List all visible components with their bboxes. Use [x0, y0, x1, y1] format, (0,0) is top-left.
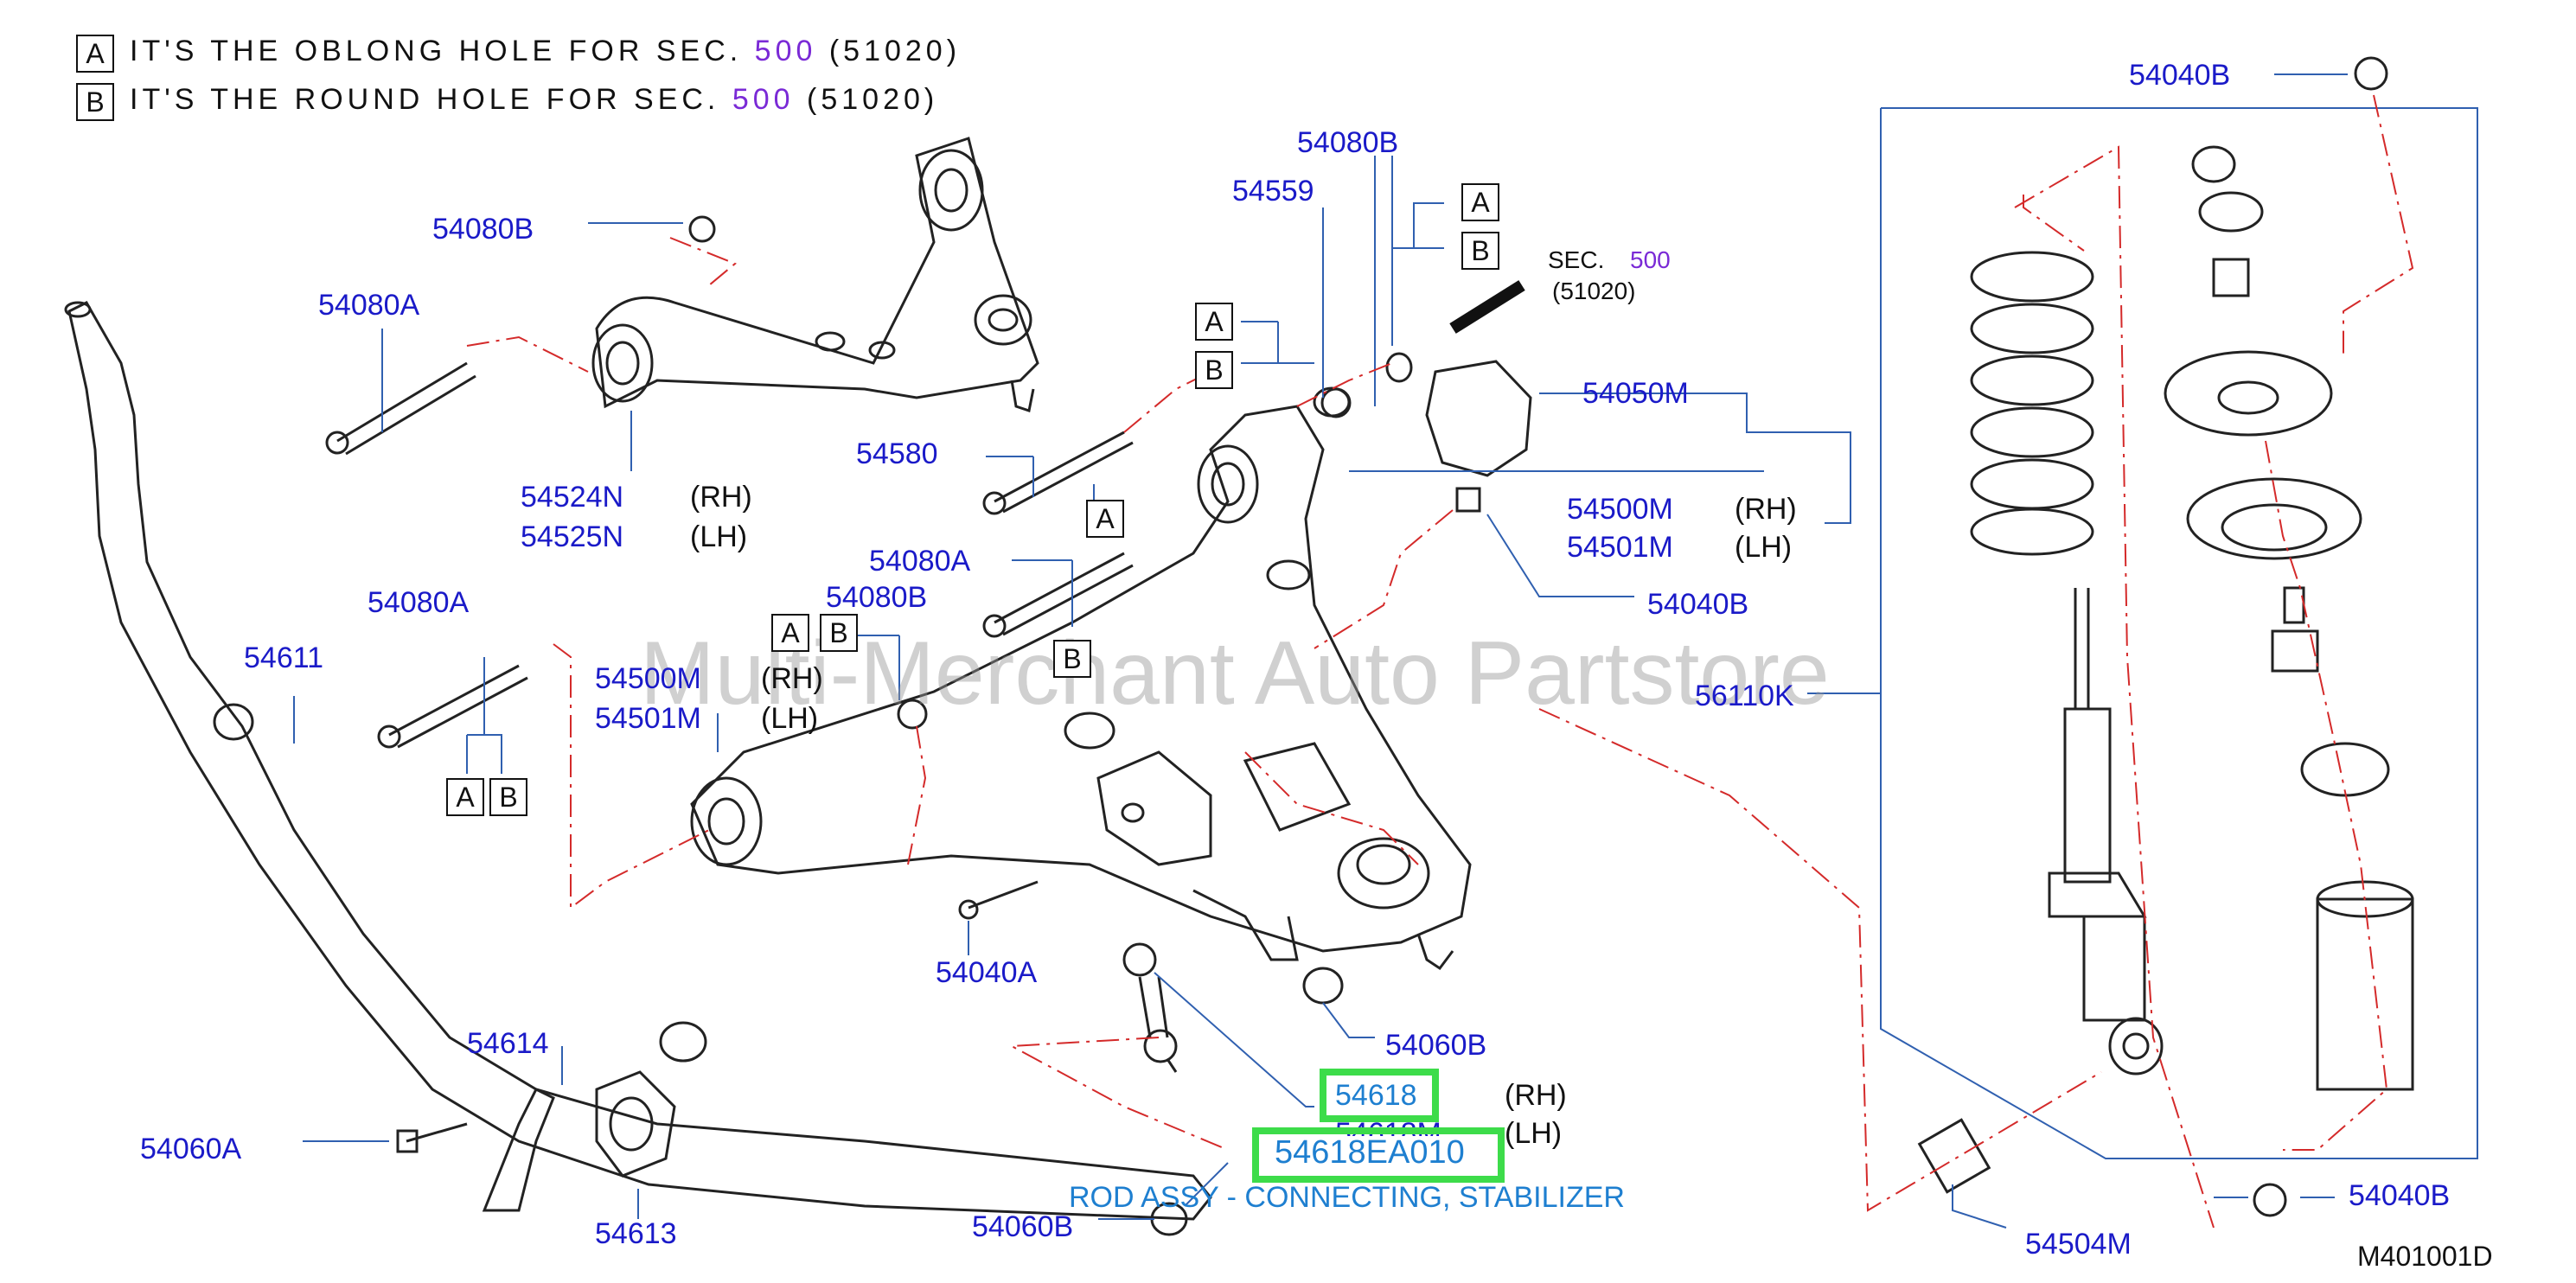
part-54611[interactable]: 54611	[244, 642, 324, 674]
part-54614[interactable]: 54614	[467, 1027, 549, 1060]
part-54080a-mid[interactable]: 54080A	[869, 545, 971, 578]
key-box-a-3: A	[1086, 500, 1124, 538]
key-box-b-3: B	[1053, 640, 1091, 678]
highlight-54618	[1320, 1069, 1439, 1122]
legend-sec-b[interactable]: 500	[732, 83, 795, 116]
side-lh-2: (LH)	[1735, 531, 1793, 564]
assembly-lines	[466, 94, 2414, 1229]
side-lh-3: (LH)	[761, 702, 819, 735]
key-box-b-2: B	[1195, 351, 1233, 389]
part-54500m-right[interactable]: 54500M	[1567, 493, 1673, 526]
legend-text-b: IT'S THE ROUND HOLE FOR SEC. 500 (51020)	[130, 83, 938, 117]
coil-spring	[1970, 251, 2094, 556]
part-54060b-mid[interactable]: 54060B	[1385, 1029, 1487, 1062]
bushing-clamp	[482, 1070, 676, 1212]
legend-desc-a: IT'S THE OBLONG HOLE FOR SEC.	[130, 35, 743, 67]
strut-mount	[1917, 145, 2414, 1194]
part-54050m[interactable]: 54050M	[1582, 377, 1689, 410]
legend-sec-a[interactable]: 500	[754, 35, 817, 67]
legend-key-b: B	[76, 83, 114, 121]
upper-control-arm	[591, 137, 1039, 412]
sec-callout-label: SEC.	[1548, 246, 1605, 273]
part-54580[interactable]: 54580	[856, 437, 938, 470]
shock-absorber	[2048, 588, 2164, 1076]
highlight-54618ea010	[1252, 1127, 1505, 1183]
side-lh-1: (LH)	[690, 520, 748, 553]
sec-arrow	[1449, 280, 1525, 334]
nuts-washers	[688, 56, 2388, 1236]
key-box-b-4: B	[820, 614, 858, 652]
sec-callout-number[interactable]: 500	[1630, 246, 1671, 273]
key-box-a-1: A	[1461, 183, 1499, 221]
rod-assy-description: ROD ASSY - CONNECTING, STABILIZER	[1069, 1181, 1625, 1214]
part-54080b-left[interactable]: 54080B	[432, 213, 534, 246]
key-box-a-2: A	[1195, 303, 1233, 341]
part-54040b-mid[interactable]: 54040B	[1647, 588, 1749, 621]
part-54040b-bottom[interactable]: 54040B	[2349, 1179, 2451, 1212]
sec-callout-ref: (51020)	[1552, 278, 1636, 304]
side-rh-1: (RH)	[690, 481, 752, 514]
legend-ref-b: (51020)	[807, 83, 939, 116]
side-rh-3: (RH)	[761, 662, 823, 695]
part-54501m-left[interactable]: 54501M	[595, 702, 701, 735]
part-54060a[interactable]: 54060A	[140, 1133, 242, 1165]
part-54504m[interactable]: 54504M	[2025, 1228, 2132, 1261]
lower-control-arm	[690, 405, 1472, 971]
side-lh-4: (LH)	[1505, 1117, 1563, 1150]
key-box-b-5: B	[489, 778, 527, 816]
side-rh-4: (RH)	[1505, 1079, 1567, 1112]
part-54040a[interactable]: 54040A	[936, 956, 1038, 989]
part-54080b-mid[interactable]: 54080B	[826, 581, 928, 614]
legend-key-a: A	[76, 35, 114, 73]
diagram-id: M401001D	[2357, 1241, 2493, 1272]
gasket	[1425, 360, 1532, 477]
part-54613[interactable]: 54613	[595, 1217, 677, 1250]
part-54080b-top[interactable]: 54080B	[1297, 126, 1399, 159]
part-54618[interactable]: 54618	[1335, 1079, 1417, 1112]
part-54080a-top[interactable]: 54080A	[318, 289, 420, 322]
bolts	[325, 361, 1134, 1153]
part-54525n[interactable]: 54525N	[521, 520, 624, 553]
legend-ref-a: (51020)	[828, 35, 962, 67]
key-box-a-5: A	[446, 778, 484, 816]
part-54500m-left[interactable]: 54500M	[595, 662, 701, 695]
key-box-b-1: B	[1461, 232, 1499, 270]
part-54080a-left[interactable]: 54080A	[368, 586, 470, 619]
key-box-a-4: A	[771, 614, 809, 652]
legend-desc-b: IT'S THE ROUND HOLE FOR SEC.	[130, 83, 720, 116]
part-54501m-right[interactable]: 54501M	[1567, 531, 1673, 564]
legend-text-a: IT'S THE OBLONG HOLE FOR SEC. 500 (51020…	[130, 35, 961, 68]
part-54618ea010[interactable]: 54618EA010	[1271, 1136, 1468, 1169]
part-56110k[interactable]: 56110K	[1695, 680, 1794, 712]
part-54060b-bottom[interactable]: 54060B	[972, 1210, 1074, 1243]
side-rh-2: (RH)	[1735, 493, 1797, 526]
part-54524n[interactable]: 54524N	[521, 481, 624, 514]
leader-lines	[293, 73, 2478, 1229]
stabilizer-link	[1122, 942, 1178, 1073]
part-54040b-top[interactable]: 54040B	[2129, 59, 2231, 92]
part-54559[interactable]: 54559	[1232, 175, 1314, 207]
stabilizer-bar	[64, 301, 1212, 1221]
